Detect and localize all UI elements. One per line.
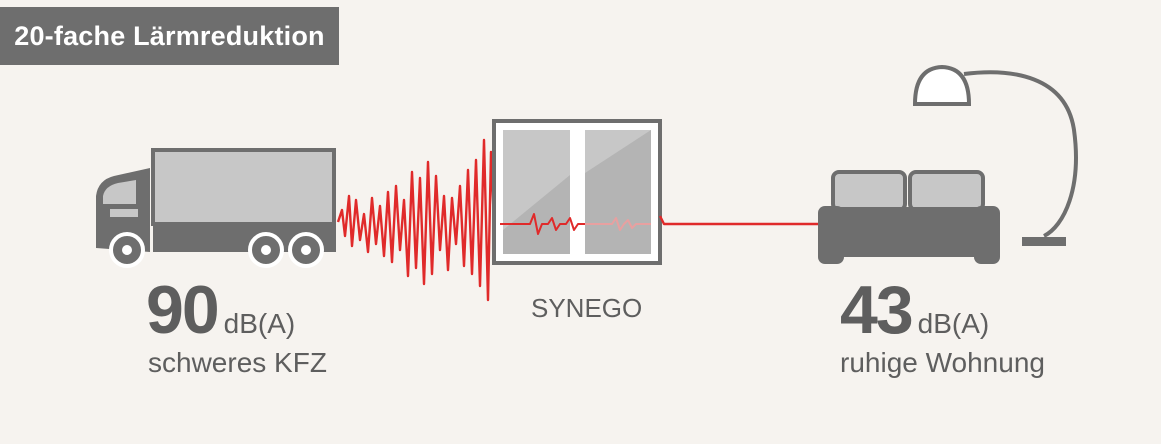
truck-db-value: 90: [146, 272, 220, 348]
quiet-sound-line: [658, 215, 820, 226]
title-text: 20-fache Lärmreduktion: [14, 20, 325, 51]
floor-lamp-icon: [912, 64, 1078, 246]
room-db-value: 43: [840, 272, 914, 348]
window-product-label: SYNEGO: [531, 293, 643, 323]
truck-icon: [96, 148, 336, 268]
truck-label: schweres KFZ: [148, 347, 327, 378]
loud-sound-wave: [336, 138, 500, 302]
room-label: ruhige Wohnung: [840, 347, 1045, 378]
faint-sound-wave: [585, 217, 651, 231]
title-badge: 20-fache Lärmreduktion: [0, 7, 339, 65]
sofa-icon: [818, 170, 1000, 264]
damped-sound-wave: [500, 213, 585, 235]
room-db-unit: dB(A): [917, 308, 990, 339]
window-icon: [492, 119, 662, 265]
truck-db-unit: dB(A): [223, 308, 296, 339]
